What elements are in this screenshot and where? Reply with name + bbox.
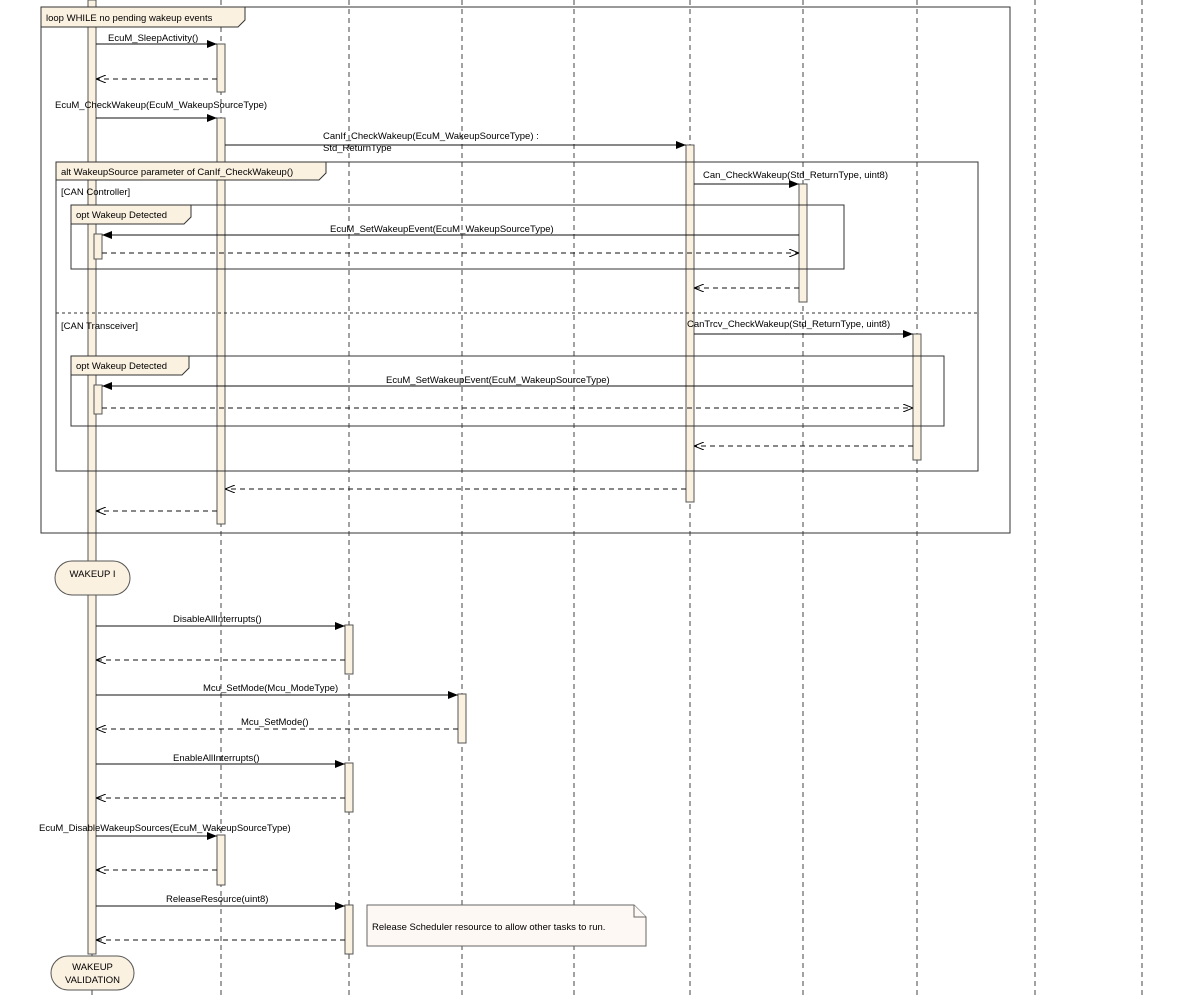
activation-ecum-main bbox=[87, 0, 97, 955]
activation-release bbox=[344, 904, 354, 955]
msg-set-event-1-label: EcuM_SetWakeupEvent(EcuM_WakeupSourceTyp… bbox=[330, 224, 554, 235]
activations bbox=[87, 0, 922, 955]
activation-canif bbox=[685, 144, 695, 503]
opt-frame-1 bbox=[70, 204, 845, 270]
activation-checkwakeup bbox=[216, 117, 226, 525]
opt-frame-1-label: opt Wakeup Detected bbox=[76, 210, 167, 221]
activation-enable-int bbox=[344, 762, 354, 813]
alt-frame-tab bbox=[55, 161, 327, 181]
loop-frame bbox=[40, 6, 1011, 534]
note-fold bbox=[633, 905, 646, 918]
activation-sleep bbox=[216, 43, 226, 93]
state-wakeup-i bbox=[54, 560, 131, 596]
activation-mcu bbox=[457, 693, 467, 744]
state-validation-label-1: WAKEUP bbox=[72, 962, 113, 973]
msg-enable-interrupts-label: EnableAllInterrupts() bbox=[173, 753, 260, 764]
msg-can-check-label: Can_CheckWakeup(Std_ReturnType, uint8) bbox=[703, 170, 888, 181]
activation-disable-int bbox=[344, 624, 354, 675]
state-validation-label-2: VALIDATION bbox=[65, 975, 120, 986]
activation-setevent-2 bbox=[93, 384, 103, 415]
msg-disable-interrupts-label: DisableAllInterrupts() bbox=[173, 614, 262, 625]
opt-frame-2 bbox=[70, 355, 945, 427]
msg-disable-sources-label: EcuM_DisableWakeupSources(EcuM_WakeupSou… bbox=[39, 823, 291, 834]
opt-frame-2-tab bbox=[70, 355, 190, 376]
lifelines bbox=[91, 0, 1143, 999]
msg-release-resource-label: ReleaseResource(uint8) bbox=[166, 894, 268, 905]
msg-canif-check-label-2: Std_ReturnType bbox=[323, 143, 392, 154]
msg-set-event-2-label: EcuM_SetWakeupEvent(EcuM_WakeupSourceTyp… bbox=[386, 375, 610, 386]
state-wakeup-i-label: WAKEUP I bbox=[70, 569, 116, 580]
activation-cantrcv bbox=[912, 333, 922, 461]
opt-frame-2-label: opt Wakeup Detected bbox=[76, 361, 167, 372]
note-text: Release Scheduler resource to allow othe… bbox=[372, 922, 605, 933]
msg-check-wakeup-label: EcuM_CheckWakeup(EcuM_WakeupSourceType) bbox=[55, 100, 267, 111]
activation-can bbox=[798, 183, 808, 303]
alt-frame bbox=[55, 161, 979, 472]
activation-disable-src bbox=[216, 834, 226, 886]
ret-mcu-setmode-label: Mcu_SetMode() bbox=[241, 717, 309, 728]
state-wakeup-validation bbox=[50, 955, 135, 991]
msg-cantrcv-check-label: CanTrcv_CheckWakeup(Std_ReturnType, uint… bbox=[687, 319, 890, 330]
alt-guard-transceiver: [CAN Transceiver] bbox=[61, 321, 138, 332]
states: WAKEUP I WAKEUP VALIDATION bbox=[50, 560, 135, 991]
opt-frame-1-tab bbox=[70, 204, 192, 225]
note: Release Scheduler resource to allow othe… bbox=[366, 904, 647, 947]
loop-frame-tab bbox=[40, 6, 246, 28]
msg-sleep-activity-label: EcuM_SleepActivity() bbox=[108, 33, 198, 44]
loop-frame-label: loop WHILE no pending wakeup events bbox=[46, 13, 213, 24]
activation-setevent-1 bbox=[93, 233, 103, 260]
messages: EcuM_SleepActivity() EcuM_CheckWakeup(Ec… bbox=[39, 33, 913, 940]
combined-fragments: loop WHILE no pending wakeup events alt … bbox=[40, 6, 1011, 534]
alt-guard-controller: [CAN Controller] bbox=[61, 187, 130, 198]
msg-canif-check-label-1: CanIf_CheckWakeup(EcuM_WakeupSourceType)… bbox=[323, 131, 539, 142]
msg-mcu-setmode-label: Mcu_SetMode(Mcu_ModeType) bbox=[203, 683, 338, 694]
alt-frame-label: alt WakeupSource parameter of CanIf_Chec… bbox=[61, 167, 293, 178]
note-box bbox=[366, 904, 647, 947]
